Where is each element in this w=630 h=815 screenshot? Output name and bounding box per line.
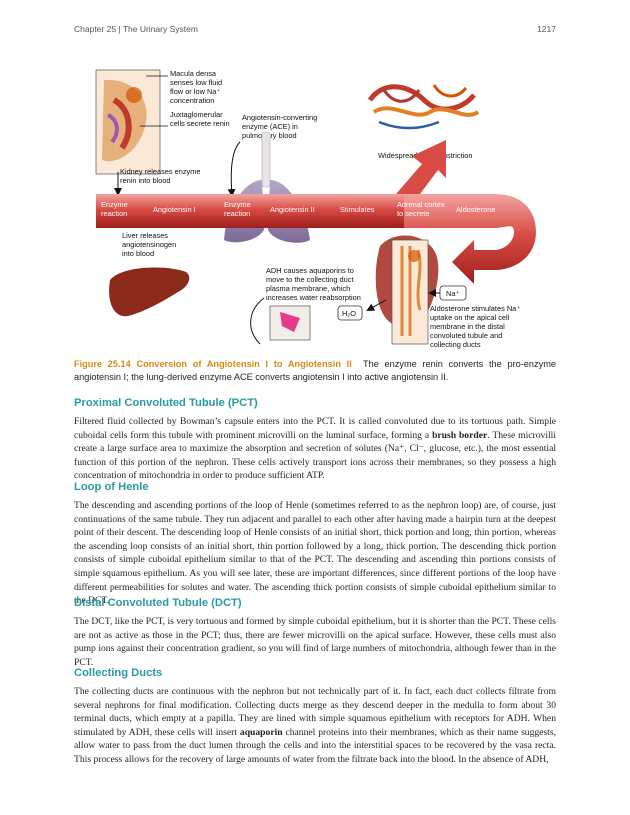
liver-releases-label: Liver releases angiotensinogen into bloo… [122, 231, 178, 258]
paragraph-loop: The descending and ascending portions of… [74, 500, 556, 607]
svg-text:H₂O: H₂O [342, 309, 356, 318]
figure-caption-number: Figure 25.14 Conversion of Angiotensin I… [74, 359, 352, 369]
term-brush-border: brush border [432, 429, 488, 441]
juxtaglomerular-label: Juxtaglomerular cells secrete renin [170, 110, 230, 128]
angiotensin-2-label: Angiotensin II [270, 205, 315, 214]
angiotensin-1-label: Angiotensin I [153, 205, 196, 214]
section-title-pct: Proximal Convoluted Tubule (PCT) [74, 397, 258, 409]
enzyme-reaction-1: Enzyme reaction [101, 200, 130, 218]
kidney-releases-label: Kidney releases enzyme renin into blood [120, 167, 203, 185]
page-number: 1217 [537, 24, 556, 34]
adh-label: ADH causes aquaporins to move to the col… [266, 266, 361, 302]
aldosterone-stimulates-label: Aldosterone stimulates Na⁺ uptake on the… [430, 304, 522, 349]
figure-caption-text: The enzyme renin converts the pro-enzyme… [74, 359, 556, 382]
running-header-chapter: Chapter 25 | The Urinary System [74, 24, 198, 34]
paragraph-pct: Filtered fluid collected by Bowman’s cap… [74, 416, 557, 482]
section-title-dct: Distal Convoluted Tubule (DCT) [74, 597, 242, 609]
svg-text:Na⁺: Na⁺ [446, 289, 459, 298]
enzyme-reaction-2: Enzyme reaction [224, 200, 253, 218]
macula-densa-label: Macula densa senses low fluid flow or lo… [170, 69, 224, 105]
blood-vessels-illustration [367, 84, 480, 130]
paragraph-ducts: The collecting ducts are continuous with… [74, 686, 556, 765]
kidney-inset-illustration [95, 69, 161, 175]
term-aquaporin: aquaporin [239, 726, 283, 738]
adrenal-cortex-label: Adrenal cortex to secrete [397, 200, 447, 218]
stimulates-label: Stimulates [340, 205, 375, 214]
h2o-badge: H₂O [337, 305, 363, 321]
section-title-ducts: Collecting Ducts [74, 667, 163, 679]
ace-label: Angiotensin-converting enzyme (ACE) in p… [242, 113, 319, 140]
section-title-loop: Loop of Henle [74, 481, 149, 493]
na-badge: Na⁺ [439, 285, 467, 301]
angiotensin-figure: Macula densa senses low fluid flow or lo… [95, 69, 536, 349]
figure-caption: Figure 25.14 Conversion of Angiotensin I… [74, 358, 556, 383]
aquaporin-inset [269, 305, 311, 341]
paragraph-dct: The DCT, like the PCT, is very tortuous … [74, 616, 556, 668]
pathway-arrow [96, 140, 536, 284]
liver-illustration [109, 267, 190, 317]
aldosterone-label: Aldosterone [456, 205, 495, 214]
nephron-kidney-illustration [375, 235, 439, 345]
